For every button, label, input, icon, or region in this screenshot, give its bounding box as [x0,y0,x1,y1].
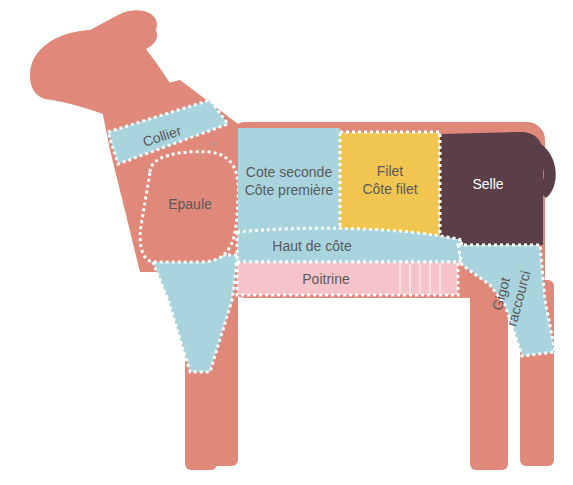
tail [528,138,556,198]
cut-label: Côte filet [361,180,419,198]
cut-region: Cote secondeCôte première [240,161,339,201]
gigot-region [458,245,555,356]
cut-label: Gigot raccourci [484,259,536,332]
cut-label: Epaule [167,195,213,213]
cut-label: Cote seconde [244,163,335,181]
cut-label: Filet [361,162,419,180]
filet-region [340,132,440,238]
cut-label: Selle [471,175,505,193]
cut-region: Selle [467,173,509,195]
cut-region: Epaule [163,193,217,215]
star-mark: * [211,138,216,154]
cut-region: Poitrine [297,268,355,290]
cut-region: Haut de côte [267,235,357,257]
cut-region: Gigot raccourci [481,255,539,337]
cut-label: Poitrine [301,270,351,288]
epaule-region [140,152,238,262]
shoulder-leg-region [150,255,238,372]
poitrine-region [237,262,458,295]
cut-label: Haut de côte [271,237,353,255]
haut-de-cote-region [237,228,462,262]
lamb-neck [100,80,240,272]
cut-border [439,134,442,245]
poitrine-pattern [400,264,440,293]
cut-region: Collier [135,117,189,154]
selle-region [440,132,543,245]
cote-region [238,128,340,234]
lamb-body [30,10,554,470]
cut-label: Côte première [244,181,335,199]
cut-label: Collier [139,120,185,150]
cut-region: FiletCôte filet [357,160,423,200]
